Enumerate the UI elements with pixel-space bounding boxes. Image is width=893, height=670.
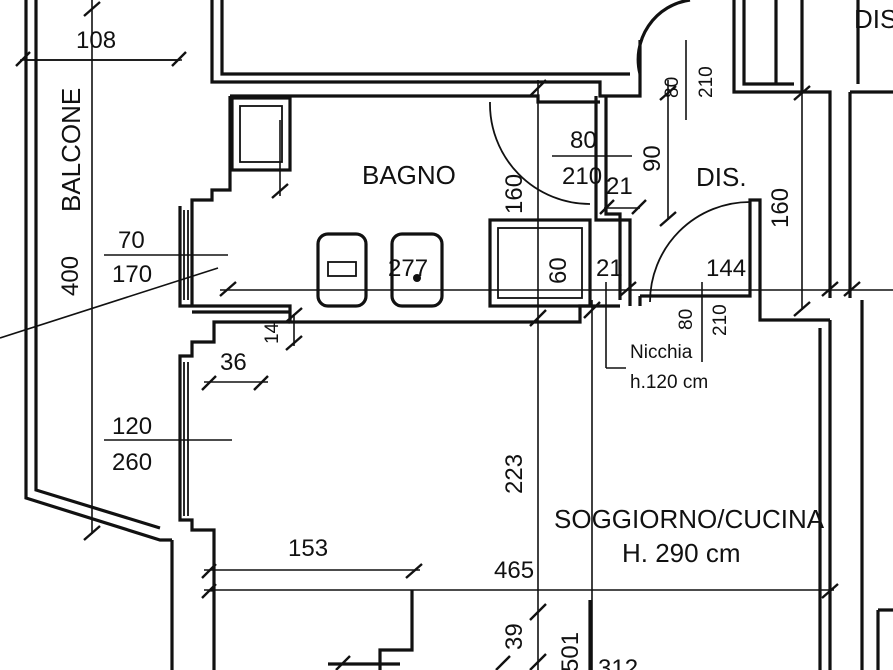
upper-room-wall (210, 0, 538, 84)
labels: BALCONE BAGNO DIS. DIS SOGGIORNO/CUCINA … (56, 4, 893, 670)
window-2-width: 120 (112, 413, 152, 440)
door-3-width: 80 (676, 309, 697, 330)
dim-108: 108 (76, 27, 116, 54)
door-1-height: 210 (562, 163, 602, 190)
dim-277: 277 (388, 255, 428, 282)
shower-inner (497, 227, 583, 299)
dim-144: 144 (706, 255, 746, 282)
dim-501: 501 (557, 632, 584, 670)
living-left-wall (170, 320, 290, 670)
dim-160-bath: 160 (501, 174, 528, 214)
dis-wall (638, 198, 830, 322)
bidet-drain (413, 274, 421, 282)
living-right-wall (818, 320, 832, 670)
bidet (390, 232, 444, 308)
dim-60: 60 (545, 257, 572, 284)
bath-dis-partition (594, 96, 632, 306)
washing-machine-inner (239, 105, 283, 163)
dim-21-bottom: 21 (596, 255, 623, 282)
dis-door-arc (649, 201, 751, 303)
dim-21-top: 21 (606, 173, 633, 200)
toilet-seat (327, 261, 357, 277)
dim-39: 39 (501, 623, 528, 650)
bathroom-bottom-wall (192, 304, 620, 324)
dim-465: 465 (494, 557, 534, 584)
bath-door-arc (489, 101, 591, 205)
washing-machine (230, 96, 292, 172)
door-2-height: 210 (696, 66, 717, 98)
room-label-bagno: BAGNO (362, 160, 456, 190)
walls (24, 0, 893, 670)
dim-14: 14 (262, 322, 283, 344)
dim-160-dis: 160 (767, 188, 794, 228)
door-1-width: 80 (570, 127, 597, 154)
window-1-width: 70 (118, 227, 145, 254)
dim-400: 400 (57, 256, 84, 296)
window-1-height: 170 (112, 261, 152, 288)
door-3-height: 210 (710, 304, 731, 336)
dim-36: 36 (220, 349, 247, 376)
fixtures (230, 96, 592, 308)
nicchia-label: Nicchia (630, 342, 693, 363)
dim-153: 153 (288, 535, 328, 562)
nicchia-height: h.120 cm (630, 372, 708, 393)
window-2-height: 260 (112, 449, 152, 476)
upper-door-leaf (636, 0, 691, 75)
dim-90: 90 (639, 145, 666, 172)
toilet (316, 232, 368, 308)
top-right-wall (732, 0, 893, 298)
room-height-soggiorno: H. 290 cm (622, 538, 741, 568)
room-label-dis: DIS. (696, 162, 747, 192)
shower (488, 218, 592, 308)
room-label-balcone: BALCONE (56, 88, 86, 212)
dimension-ticks (15, 1, 861, 670)
balcony-railing (24, 0, 172, 542)
bottom-walls (328, 590, 592, 670)
room-label-soggiorno: SOGGIORNO/CUCINA (554, 504, 825, 534)
upper-door-jamb (538, 72, 642, 98)
dim-312: 312 (598, 655, 638, 670)
window-2-frame (183, 362, 189, 516)
door-2-width: 80 (662, 77, 683, 98)
right-edge-walls (860, 300, 893, 670)
dim-223: 223 (501, 454, 528, 494)
room-label-dis-cut: DIS (854, 4, 893, 34)
